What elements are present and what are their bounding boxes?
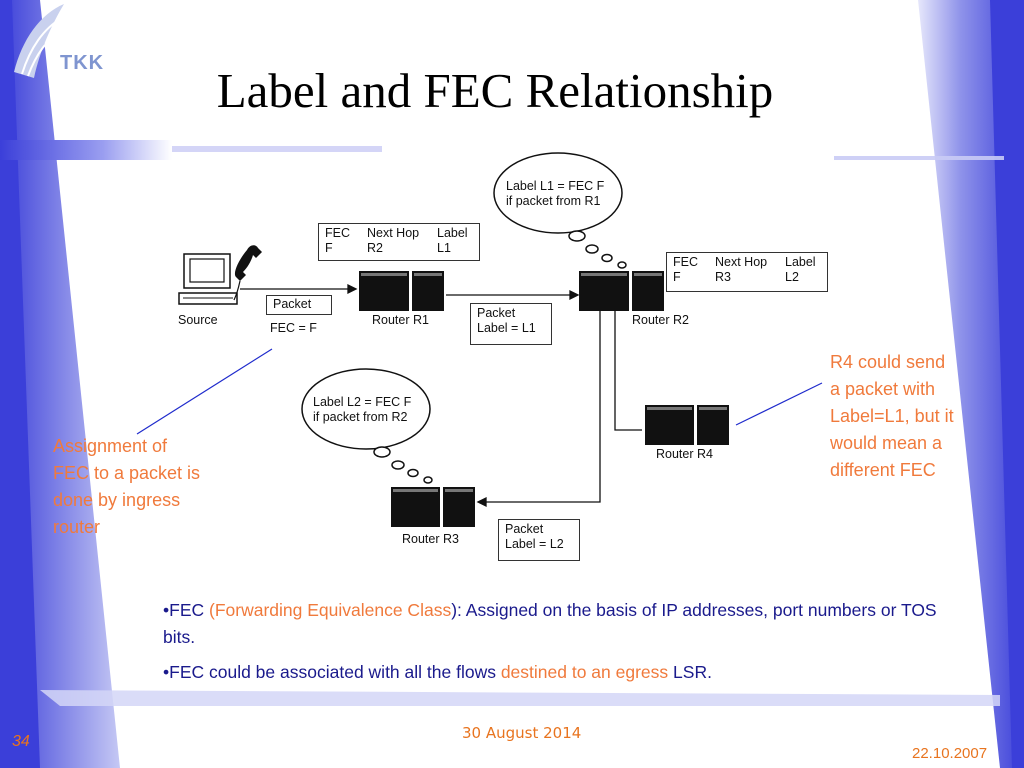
table-r2-header-fec: FEC (673, 255, 698, 269)
packet-source-box: Packet (266, 295, 332, 315)
note-right-line4: would mean a (830, 433, 943, 453)
table-r2-cell-fec: F (673, 270, 681, 284)
router-r2-label: Router R2 (632, 313, 689, 327)
footer-date: 30 August 2014 (462, 724, 582, 742)
bubble-r3-line1: Label L2 = FEC F (313, 395, 412, 409)
bullet-2-prefix: •FEC could be associated with all the fl… (163, 662, 501, 682)
router-r3-icon (391, 487, 475, 527)
tkk-logo-emblem (14, 4, 64, 78)
bullet-1-prefix: •FEC (163, 600, 209, 620)
bubble-r2-shape (493, 152, 627, 269)
footer-right-date: 22.10.2007 (912, 745, 988, 762)
bullet-2-highlight: destined to an egress (500, 662, 669, 682)
note-right-line1: R4 could send (830, 352, 946, 372)
note-left-line1: Assignment of (53, 436, 168, 456)
note-left: Assignment of FEC to a packet is done by… (53, 433, 200, 541)
table-r2-cell-nexthop: R3 (715, 270, 731, 284)
note-right-line5: different FEC (830, 460, 936, 480)
bullet-2: •FEC could be associated with all the fl… (163, 659, 963, 686)
note-left-line3: done by ingress (53, 490, 181, 510)
table-r1-header-label: Label (437, 226, 468, 240)
router-r1-label: Router R1 (372, 313, 429, 327)
table-r1-cell-fec: F (325, 241, 333, 255)
bubble-r2-line1: Label L1 = FEC F (506, 179, 605, 193)
table-r1-cell-label: L1 (437, 241, 451, 255)
router-r3-label: Router R3 (402, 532, 459, 546)
packet-source-line1: Packet (273, 297, 312, 311)
router-r4-icon (645, 405, 729, 445)
note-left-line4: router (53, 517, 101, 537)
tkk-logo-text: TKK (60, 52, 105, 74)
packet-source-fec: FEC = F (270, 321, 317, 335)
slide-title: Label and FEC Relationship (216, 63, 774, 118)
note-right-line3: Label=L1, but it (830, 406, 954, 426)
table-r2-header-label: Label (785, 255, 816, 269)
table-r1-header-fec: FEC (325, 226, 350, 240)
packet-r1-r2-box: Packet Label = L1 (470, 303, 552, 345)
router-r1-icon (359, 271, 444, 311)
router-r2-icon (579, 271, 664, 311)
source-computer-icon (178, 253, 238, 305)
packet-r1-r2-line1: Packet (477, 306, 516, 320)
source-label: Source (178, 313, 218, 327)
table-r2: FEC Next Hop Label F R3 L2 (666, 252, 828, 292)
packet-r2-r3-line2: Label = L2 (505, 537, 564, 551)
packet-r1-r2-line2: Label = L1 (477, 321, 536, 335)
slide-number: 34 (12, 733, 30, 750)
bubble-r3-line2: if packet from R2 (313, 410, 408, 424)
packet-r2-r3-box: Packet Label = L2 (498, 519, 580, 561)
packet-r2-r3-line1: Packet (505, 522, 544, 536)
bullet-1-highlight: (Forwarding Equivalence Class (209, 600, 452, 620)
bubble-r3-shape (301, 368, 433, 484)
router-r4-label: Router R4 (656, 447, 713, 461)
note-right-line2: a packet with (830, 379, 936, 399)
bubble-r2-text: Label L1 = FEC F if packet from R1 (506, 179, 604, 209)
bubble-r3-text: Label L2 = FEC F if packet from R2 (313, 395, 411, 425)
table-r1-header-nexthop: Next Hop (367, 226, 420, 240)
bubble-r2-line2: if packet from R1 (506, 194, 601, 208)
bullet-2-suffix: LSR. (668, 662, 712, 682)
table-r2-header-nexthop: Next Hop (715, 255, 768, 269)
table-r1-cell-nexthop: R2 (367, 241, 383, 255)
bullet-list: •FEC (Forwarding Equivalence Class): Ass… (163, 597, 963, 694)
note-left-line2: FEC to a packet is (53, 463, 201, 483)
bullet-1: •FEC (Forwarding Equivalence Class): Ass… (163, 597, 963, 651)
bullet-1-suffix: ): Assigned on the basis of IP addresses… (163, 600, 937, 647)
table-r1: FEC Next Hop Label F R2 L1 (318, 223, 480, 261)
note-right: R4 could send a packet with Label=L1, bu… (830, 349, 954, 484)
telephone-icon (233, 245, 262, 301)
table-r2-cell-label: L2 (785, 270, 799, 284)
